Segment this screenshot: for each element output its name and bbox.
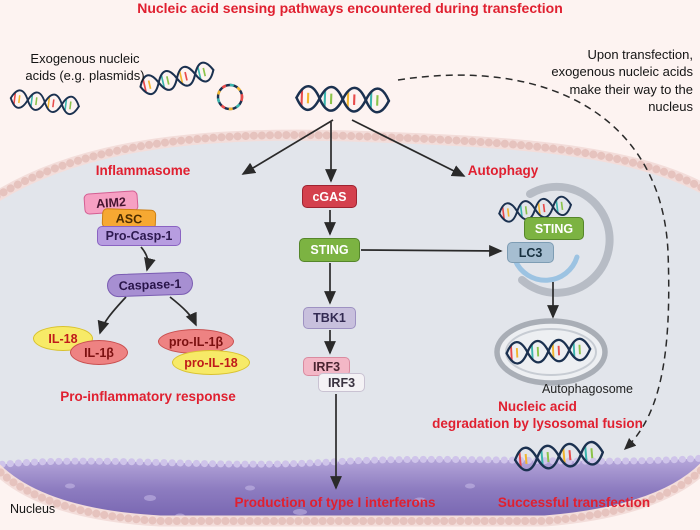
upon-transfection-note: Upon transfection, exogenous nucleic aci…	[505, 46, 693, 116]
protein-caspase-1: Caspase-1	[106, 271, 194, 298]
nucleus-label: Nucleus	[10, 502, 56, 516]
protein-irf3: IRF3	[318, 373, 365, 392]
plasmid-icon	[216, 83, 244, 111]
page-title: Nucleic acid sensing pathways encountere…	[137, 0, 563, 16]
autophagosome-label: Autophagosome	[541, 382, 634, 396]
pathway-arrows	[97, 119, 559, 490]
inflammasome-label: Inflammasome	[95, 163, 191, 178]
protein-tbk1: TBK1	[303, 307, 356, 329]
protein-sting: STING	[299, 238, 360, 262]
outcome-line: Nucleic acid	[498, 399, 577, 414]
transfection-dashed-arrow	[397, 74, 670, 451]
cell-membrane	[0, 129, 700, 527]
note-line: make their way to the	[569, 81, 693, 97]
degradation-outcome: Nucleic acid degradation by lysosomal fu…	[425, 399, 650, 433]
note-line: exogenous nucleic acids	[551, 64, 693, 80]
interferon-outcome: Production of type I interferons	[234, 495, 436, 510]
exogenous-acids-note: Exogenous nucleic acids (e.g. plasmids)	[6, 50, 164, 85]
nucleus-region	[0, 452, 700, 521]
note-line: Exogenous nucleic	[30, 51, 140, 66]
outcome-line: degradation by lysosomal fusion	[432, 415, 643, 431]
dna-icon	[294, 84, 391, 114]
protein-il-1b: IL-1β	[70, 340, 128, 365]
protein-cgas: cGAS	[302, 185, 357, 208]
dna-icon	[8, 88, 81, 117]
protein-pro-casp-1: Pro-Casp-1	[97, 226, 181, 246]
protein-lc3: LC3	[507, 242, 554, 263]
autophagy-label: Autophagy	[467, 163, 539, 178]
protein-pro-il-18: pro-IL-18	[172, 350, 250, 375]
note-line: Upon transfection,	[587, 47, 693, 62]
note-line: nucleus	[648, 99, 693, 115]
protein-sting-autophagy: STING	[524, 217, 584, 240]
pro-inflammatory-outcome: Pro-inflammatory response	[60, 389, 236, 404]
note-line: acids (e.g. plasmids)	[25, 68, 145, 84]
lc3-membrane-arc-icon	[512, 254, 580, 283]
successful-transfection-label: Successful transfection	[497, 495, 651, 510]
autophagosome-icon	[494, 318, 608, 386]
